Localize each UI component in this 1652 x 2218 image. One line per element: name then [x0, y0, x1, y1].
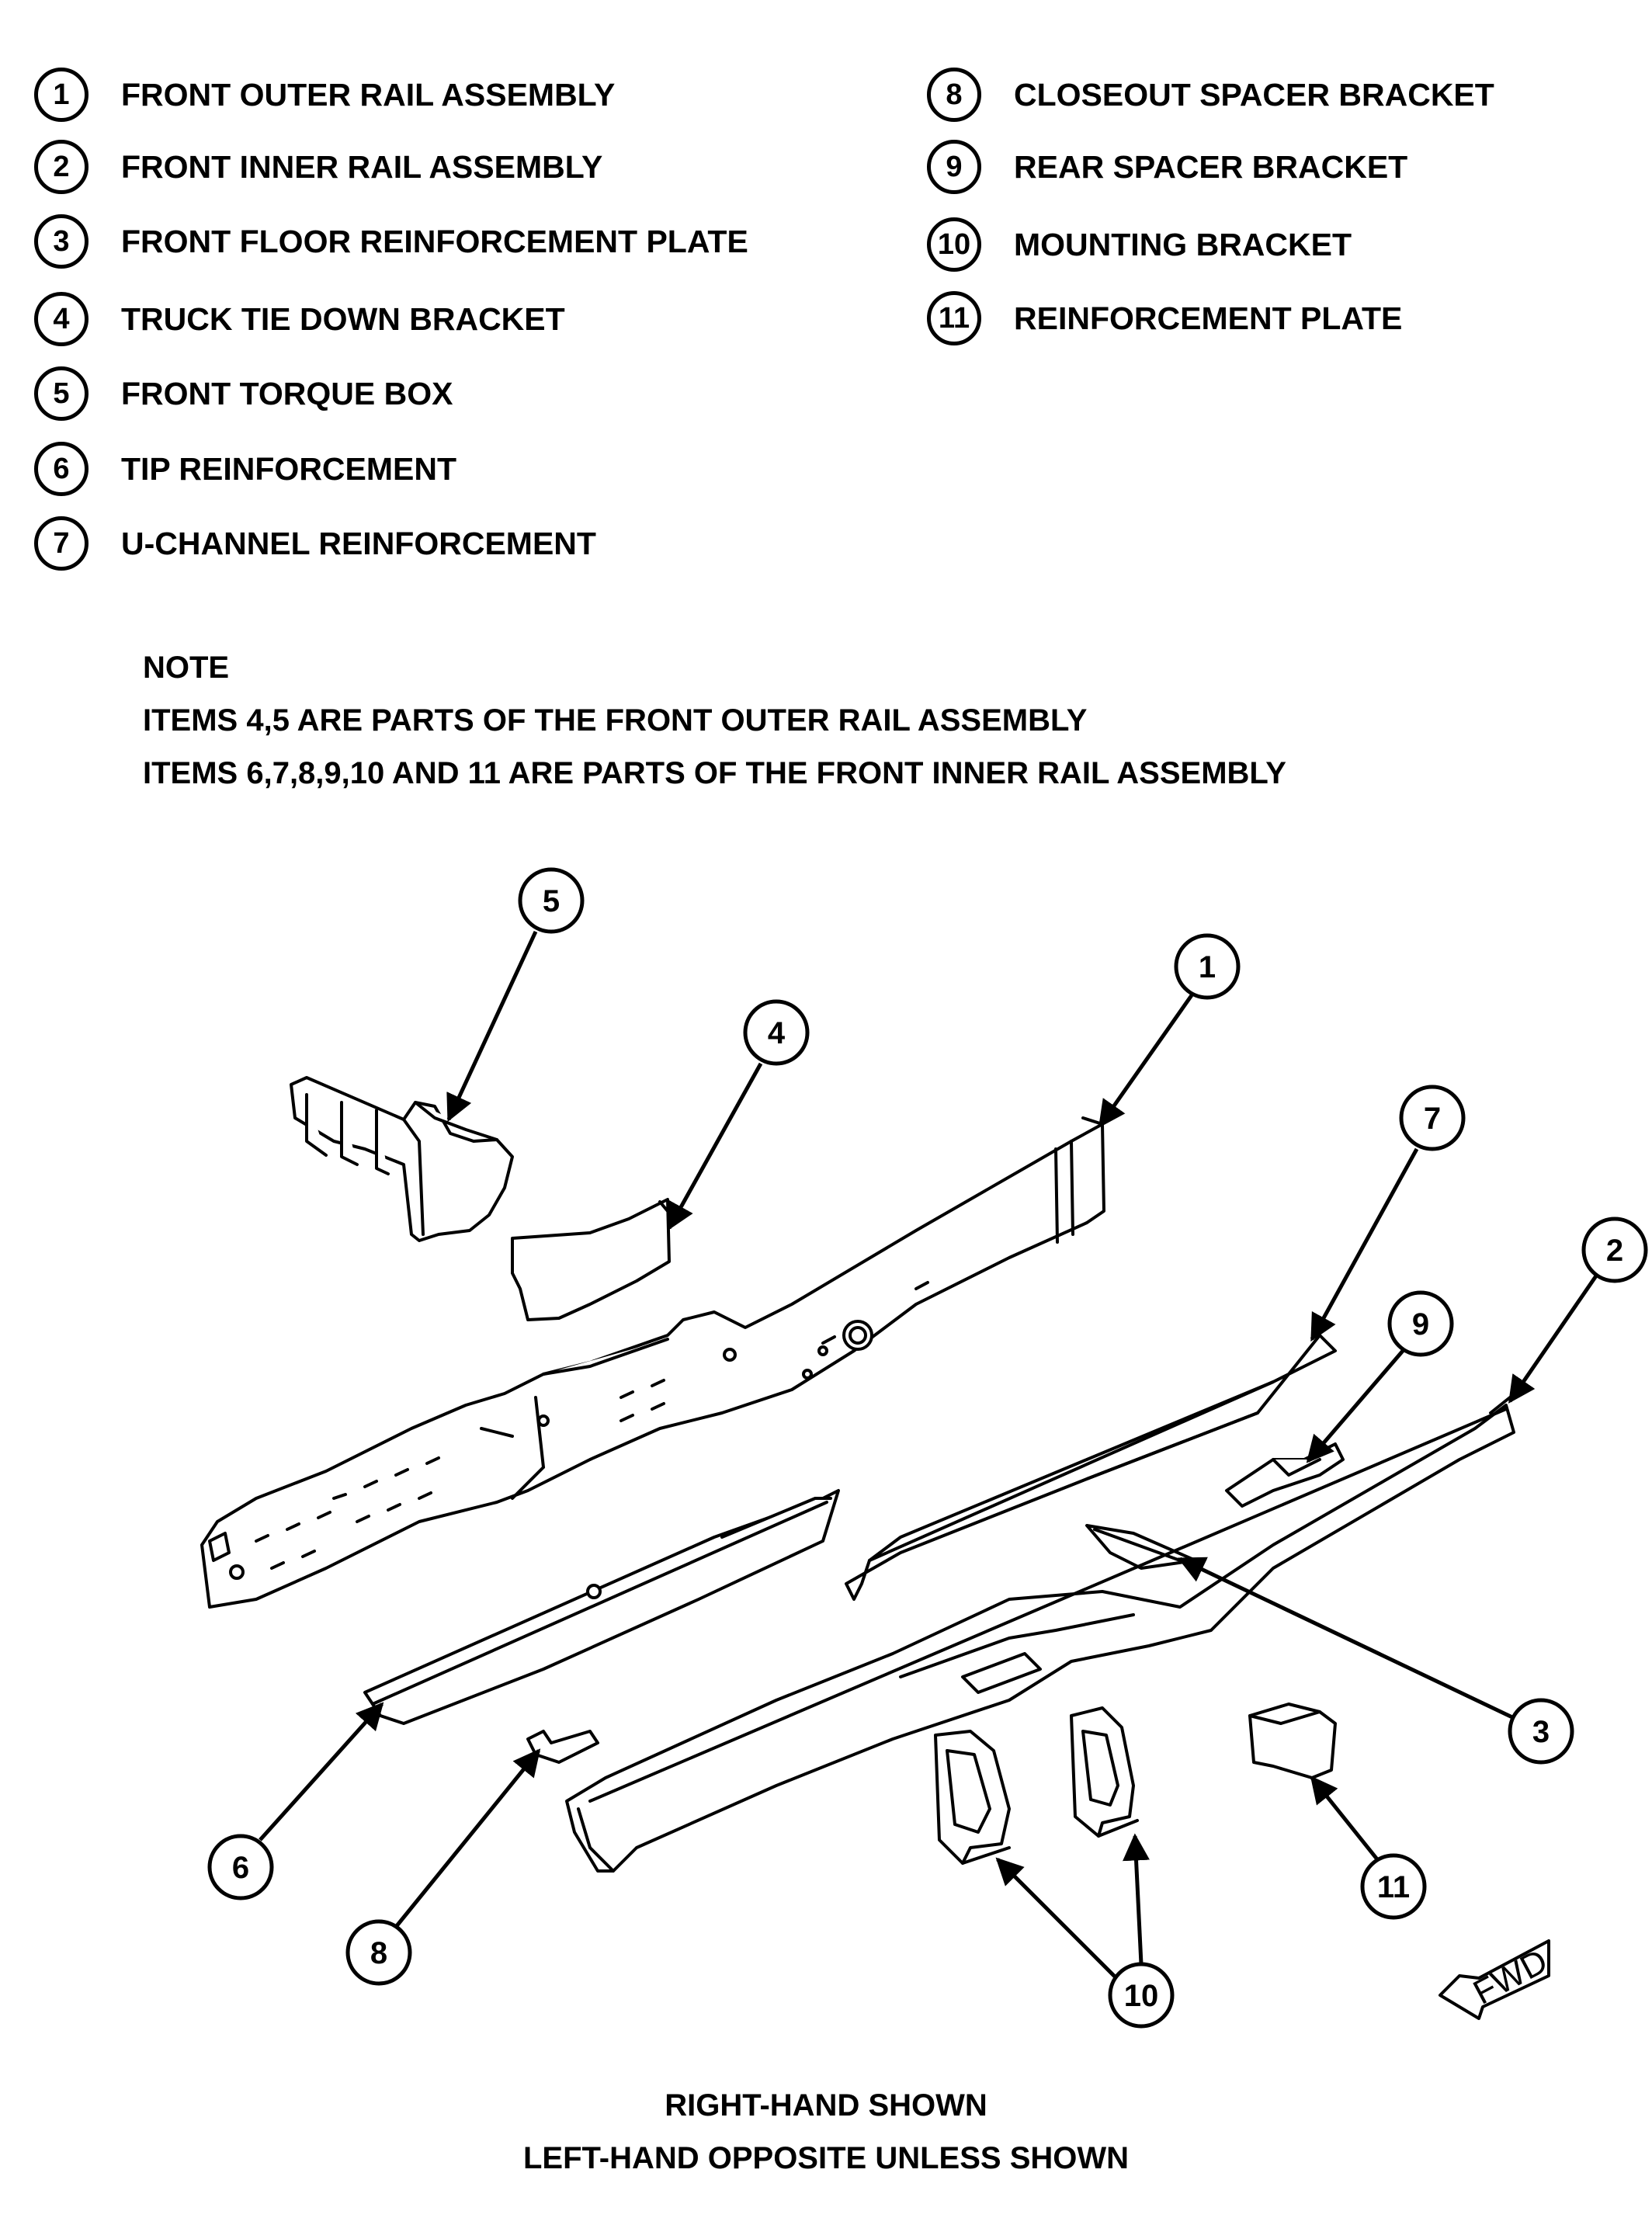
- callout-3: 3: [1508, 1698, 1574, 1765]
- legend-item-1: 1 FRONT OUTER RAIL ASSEMBLY: [34, 64, 615, 126]
- leader-line-8: [394, 1748, 541, 1928]
- callout-number: 3: [1532, 1715, 1550, 1749]
- legend-label: REINFORCEMENT PLATE: [1014, 300, 1403, 336]
- legend-label: FRONT OUTER RAIL ASSEMBLY: [121, 76, 616, 113]
- footer-line-2: LEFT-HAND OPPOSITE UNLESS SHOWN: [522, 2141, 1130, 2175]
- legend-number-badge: 4: [34, 292, 88, 346]
- legend-number-badge: 10: [927, 217, 981, 272]
- legend-label: FRONT TORQUE BOX: [121, 375, 453, 411]
- callout-8: 8: [345, 1919, 412, 1986]
- legend-item-9: 9 REAR SPACER BRACKET: [927, 136, 1407, 198]
- legend-item-3: 3 FRONT FLOOR REINFORCEMENT PLATE: [34, 210, 748, 272]
- callout-5: 5: [518, 867, 585, 934]
- callout-number: 7: [1424, 1102, 1441, 1136]
- front-torque-box-part: [290, 1076, 514, 1242]
- u-channel-reinforcement-part: [845, 1334, 1337, 1601]
- legend-item-8: 8 CLOSEOUT SPACER BRACKET: [927, 64, 1494, 126]
- leader-line-7: [1310, 1147, 1419, 1342]
- legend-label: MOUNTING BRACKET: [1014, 226, 1352, 262]
- callout-number: 11: [1377, 1870, 1410, 1904]
- callout-number: 4: [768, 1016, 786, 1050]
- legend-item-5: 5 FRONT TORQUE BOX: [34, 363, 453, 425]
- legend-item-4: 4 TRUCK TIE DOWN BRACKET: [34, 288, 565, 350]
- callout-number: 2: [1606, 1234, 1623, 1268]
- reinforcement-plate-part: [1248, 1703, 1337, 1779]
- legend-number-badge: 9: [927, 140, 981, 194]
- legend-item-10: 10 MOUNTING BRACKET: [927, 213, 1352, 276]
- callout-1: 1: [1174, 933, 1241, 1000]
- leader-line-6: [259, 1702, 384, 1841]
- leader-line-10b: [1123, 1833, 1150, 1965]
- mounting-bracket-part-left: [934, 1730, 1011, 1865]
- legend-item-6: 6 TIP REINFORCEMENT: [34, 438, 456, 500]
- leader-line-11: [1310, 1775, 1382, 1865]
- mounting-bracket-part-right: [1070, 1706, 1139, 1838]
- callout-number: 9: [1412, 1307, 1429, 1342]
- leader-line-10a: [995, 1857, 1119, 1981]
- note-line-2: ITEMS 6,7,8,9,10 AND 11 ARE PARTS OF THE…: [143, 756, 1286, 790]
- leader-lines: [259, 930, 1599, 1981]
- leader-line-2: [1508, 1273, 1599, 1404]
- callout-number: 10: [1124, 1979, 1159, 2013]
- callout-6: 6: [207, 1834, 274, 1900]
- front-inner-rail-assembly-part: [565, 1396, 1515, 1873]
- callout-9: 9: [1387, 1290, 1454, 1357]
- legend-number-badge: 3: [34, 214, 88, 269]
- callout-number: 5: [543, 884, 560, 918]
- legend-number-badge: 7: [34, 516, 88, 571]
- legend-number-badge: 5: [34, 366, 88, 421]
- callout-number: 1: [1199, 950, 1216, 984]
- legend-label: FRONT INNER RAIL ASSEMBLY: [121, 148, 603, 185]
- legend-item-11: 11 REINFORCEMENT PLATE: [927, 287, 1402, 349]
- rear-spacer-bracket-part: [1225, 1442, 1345, 1508]
- note-title: NOTE: [143, 651, 230, 685]
- leader-line-5: [446, 930, 538, 1123]
- legend-item-2: 2 FRONT INNER RAIL ASSEMBLY: [34, 136, 602, 198]
- leader-line-4: [667, 1062, 763, 1231]
- legend-number-badge: 11: [927, 291, 981, 345]
- fwd-label: FWD: [1467, 1942, 1553, 2011]
- callout-circles: 5 4 1 7 2 9 3: [207, 867, 1648, 2029]
- callout-11: 11: [1360, 1853, 1427, 1920]
- callout-10: 10: [1108, 1962, 1175, 2029]
- legend-item-7: 7 U-CHANNEL REINFORCEMENT: [34, 512, 596, 574]
- leader-line-9: [1306, 1349, 1404, 1463]
- leader-line-3: [1177, 1557, 1514, 1720]
- legend-label: U-CHANNEL REINFORCEMENT: [121, 525, 596, 561]
- callout-number: 6: [232, 1851, 249, 1885]
- note-line-1: ITEMS 4,5 ARE PARTS OF THE FRONT OUTER R…: [143, 703, 1088, 738]
- legend-label: CLOSEOUT SPACER BRACKET: [1014, 76, 1494, 113]
- legend-number-badge: 2: [34, 140, 88, 194]
- closeout-spacer-bracket-part: [526, 1730, 599, 1764]
- truck-tie-down-bracket-part: [511, 1198, 671, 1321]
- callout-2: 2: [1581, 1217, 1648, 1283]
- tip-reinforcement-part: [363, 1489, 840, 1725]
- legend-label: FRONT FLOOR REINFORCEMENT PLATE: [121, 223, 748, 259]
- forward-direction-arrow: [1439, 1939, 1550, 2020]
- legend-number-badge: 1: [34, 68, 88, 122]
- legend-label: TIP REINFORCEMENT: [121, 450, 457, 487]
- front-outer-rail-assembly-part: [200, 1116, 1105, 1609]
- leader-line-1: [1098, 994, 1194, 1128]
- legend-number-badge: 6: [34, 442, 88, 496]
- legend-number-badge: 8: [927, 68, 981, 122]
- callout-4: 4: [743, 999, 810, 1066]
- callout-7: 7: [1399, 1085, 1466, 1151]
- front-floor-reinforcement-plate-part: [1085, 1524, 1197, 1570]
- legend-label: REAR SPACER BRACKET: [1014, 148, 1408, 185]
- footer-line-1: RIGHT-HAND SHOWN: [665, 2088, 987, 2123]
- callout-number: 8: [370, 1936, 387, 1970]
- legend-label: TRUCK TIE DOWN BRACKET: [121, 300, 565, 337]
